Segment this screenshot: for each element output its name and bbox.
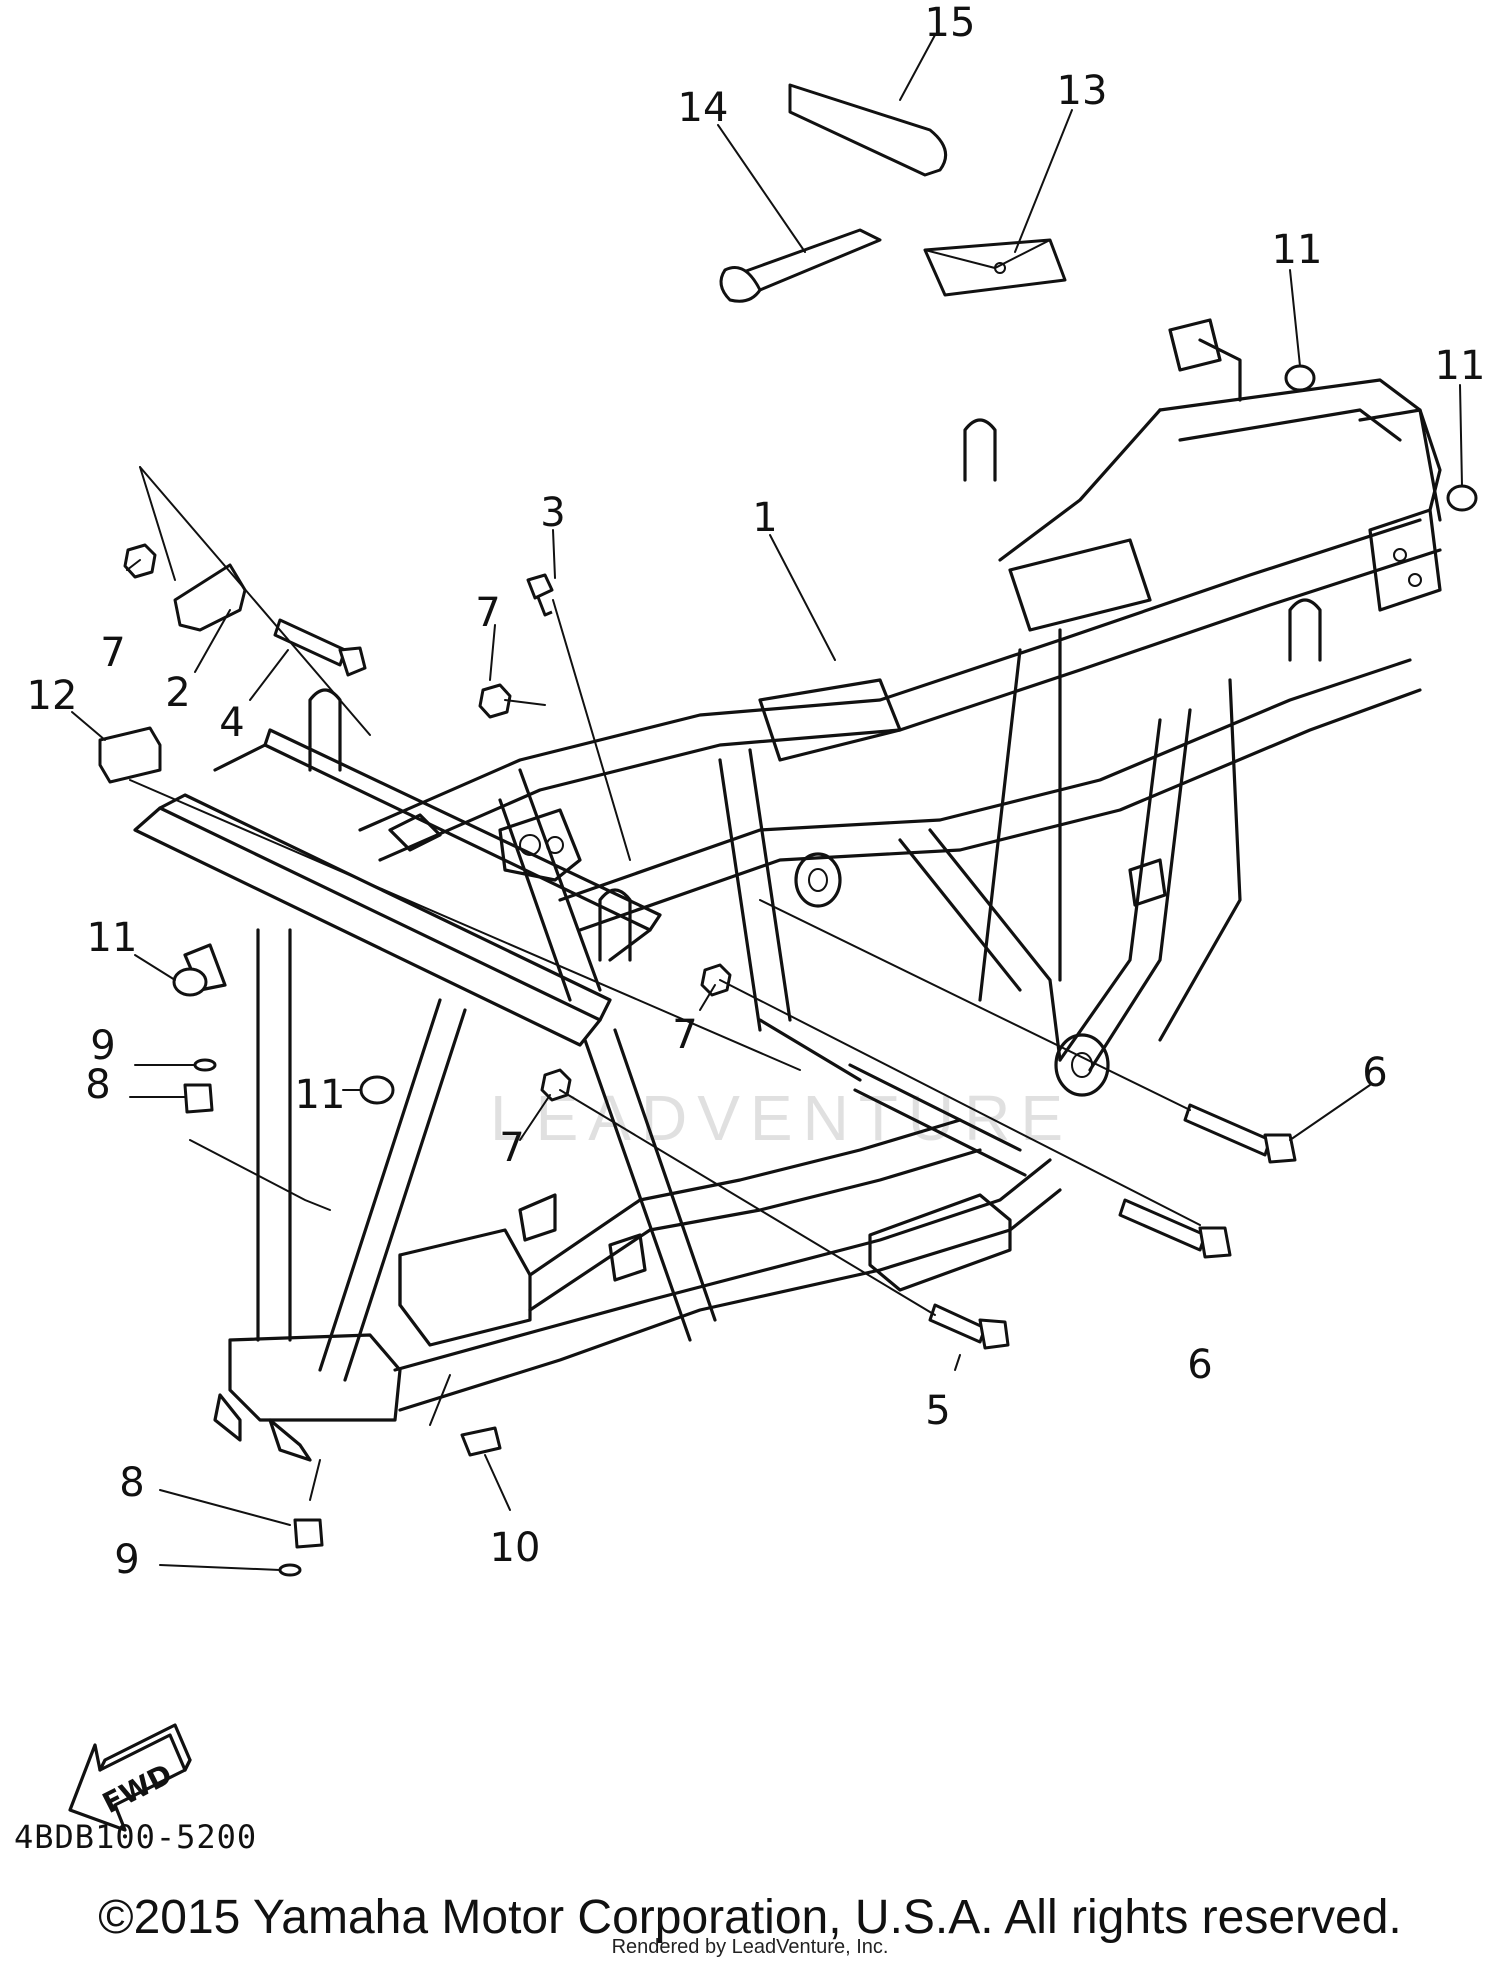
callout-15: 15 bbox=[925, 0, 976, 46]
part-8-bushing bbox=[183, 1083, 324, 1549]
part-15-label bbox=[788, 83, 948, 177]
callout-12: 12 bbox=[27, 673, 78, 719]
callout-2: 2 bbox=[165, 670, 190, 716]
callout-13: 13 bbox=[1057, 68, 1108, 114]
part-2-bracket bbox=[173, 563, 247, 632]
callout-10: 10 bbox=[490, 1525, 541, 1571]
part-13-manual-pouch bbox=[923, 238, 1067, 297]
callout-7: 7 bbox=[475, 590, 500, 636]
part-12-damper bbox=[98, 726, 162, 784]
callout-11: 11 bbox=[87, 915, 138, 961]
watermark: LEADVENTURE bbox=[490, 1082, 1073, 1154]
fwd-arrow-icon: FWD bbox=[68, 1723, 192, 1832]
part-9-o-ring bbox=[193, 1058, 302, 1577]
rendered-by-notice: Rendered by LeadVenture, Inc. bbox=[611, 1936, 889, 1958]
diagram-code: 4BDB100-5200 bbox=[14, 1818, 258, 1856]
part-4-bolt bbox=[273, 618, 367, 677]
callout-1: 1 bbox=[752, 495, 777, 541]
leader-lines bbox=[71, 34, 1463, 1571]
callout-7: 7 bbox=[100, 630, 125, 676]
part-6-bolt bbox=[1118, 1103, 1297, 1259]
callout-5: 5 bbox=[925, 1388, 950, 1434]
part-5-bolt bbox=[928, 1303, 1010, 1350]
callout-14: 14 bbox=[678, 85, 729, 131]
main-frame bbox=[133, 318, 1442, 1462]
callout-8: 8 bbox=[119, 1460, 144, 1506]
copyright-notice: ©2015 Yamaha Motor Corporation, U.S.A. A… bbox=[98, 1891, 1402, 1944]
callout-9: 9 bbox=[114, 1537, 139, 1583]
callout-4: 4 bbox=[219, 700, 244, 746]
callout-9: 9 bbox=[90, 1023, 115, 1069]
callout-11: 11 bbox=[1272, 227, 1323, 273]
callout-3: 3 bbox=[540, 490, 565, 536]
callout-7: 7 bbox=[499, 1125, 524, 1171]
part-11-cap bbox=[172, 364, 1478, 1105]
callout-11: 11 bbox=[295, 1072, 346, 1118]
callout-6: 6 bbox=[1362, 1050, 1387, 1096]
part-10-grease-nipple bbox=[460, 1426, 502, 1457]
callout-7: 7 bbox=[672, 1012, 697, 1058]
part-3-bolt bbox=[526, 573, 554, 617]
callout-6: 6 bbox=[1187, 1342, 1212, 1388]
callout-labels: 15 14 13 11 11 1 3 7 2 4 7 12 11 11 7 7 … bbox=[27, 0, 1486, 1583]
callout-11: 11 bbox=[1435, 343, 1486, 389]
part-14-strap bbox=[719, 228, 882, 303]
callout-8: 8 bbox=[85, 1062, 110, 1108]
